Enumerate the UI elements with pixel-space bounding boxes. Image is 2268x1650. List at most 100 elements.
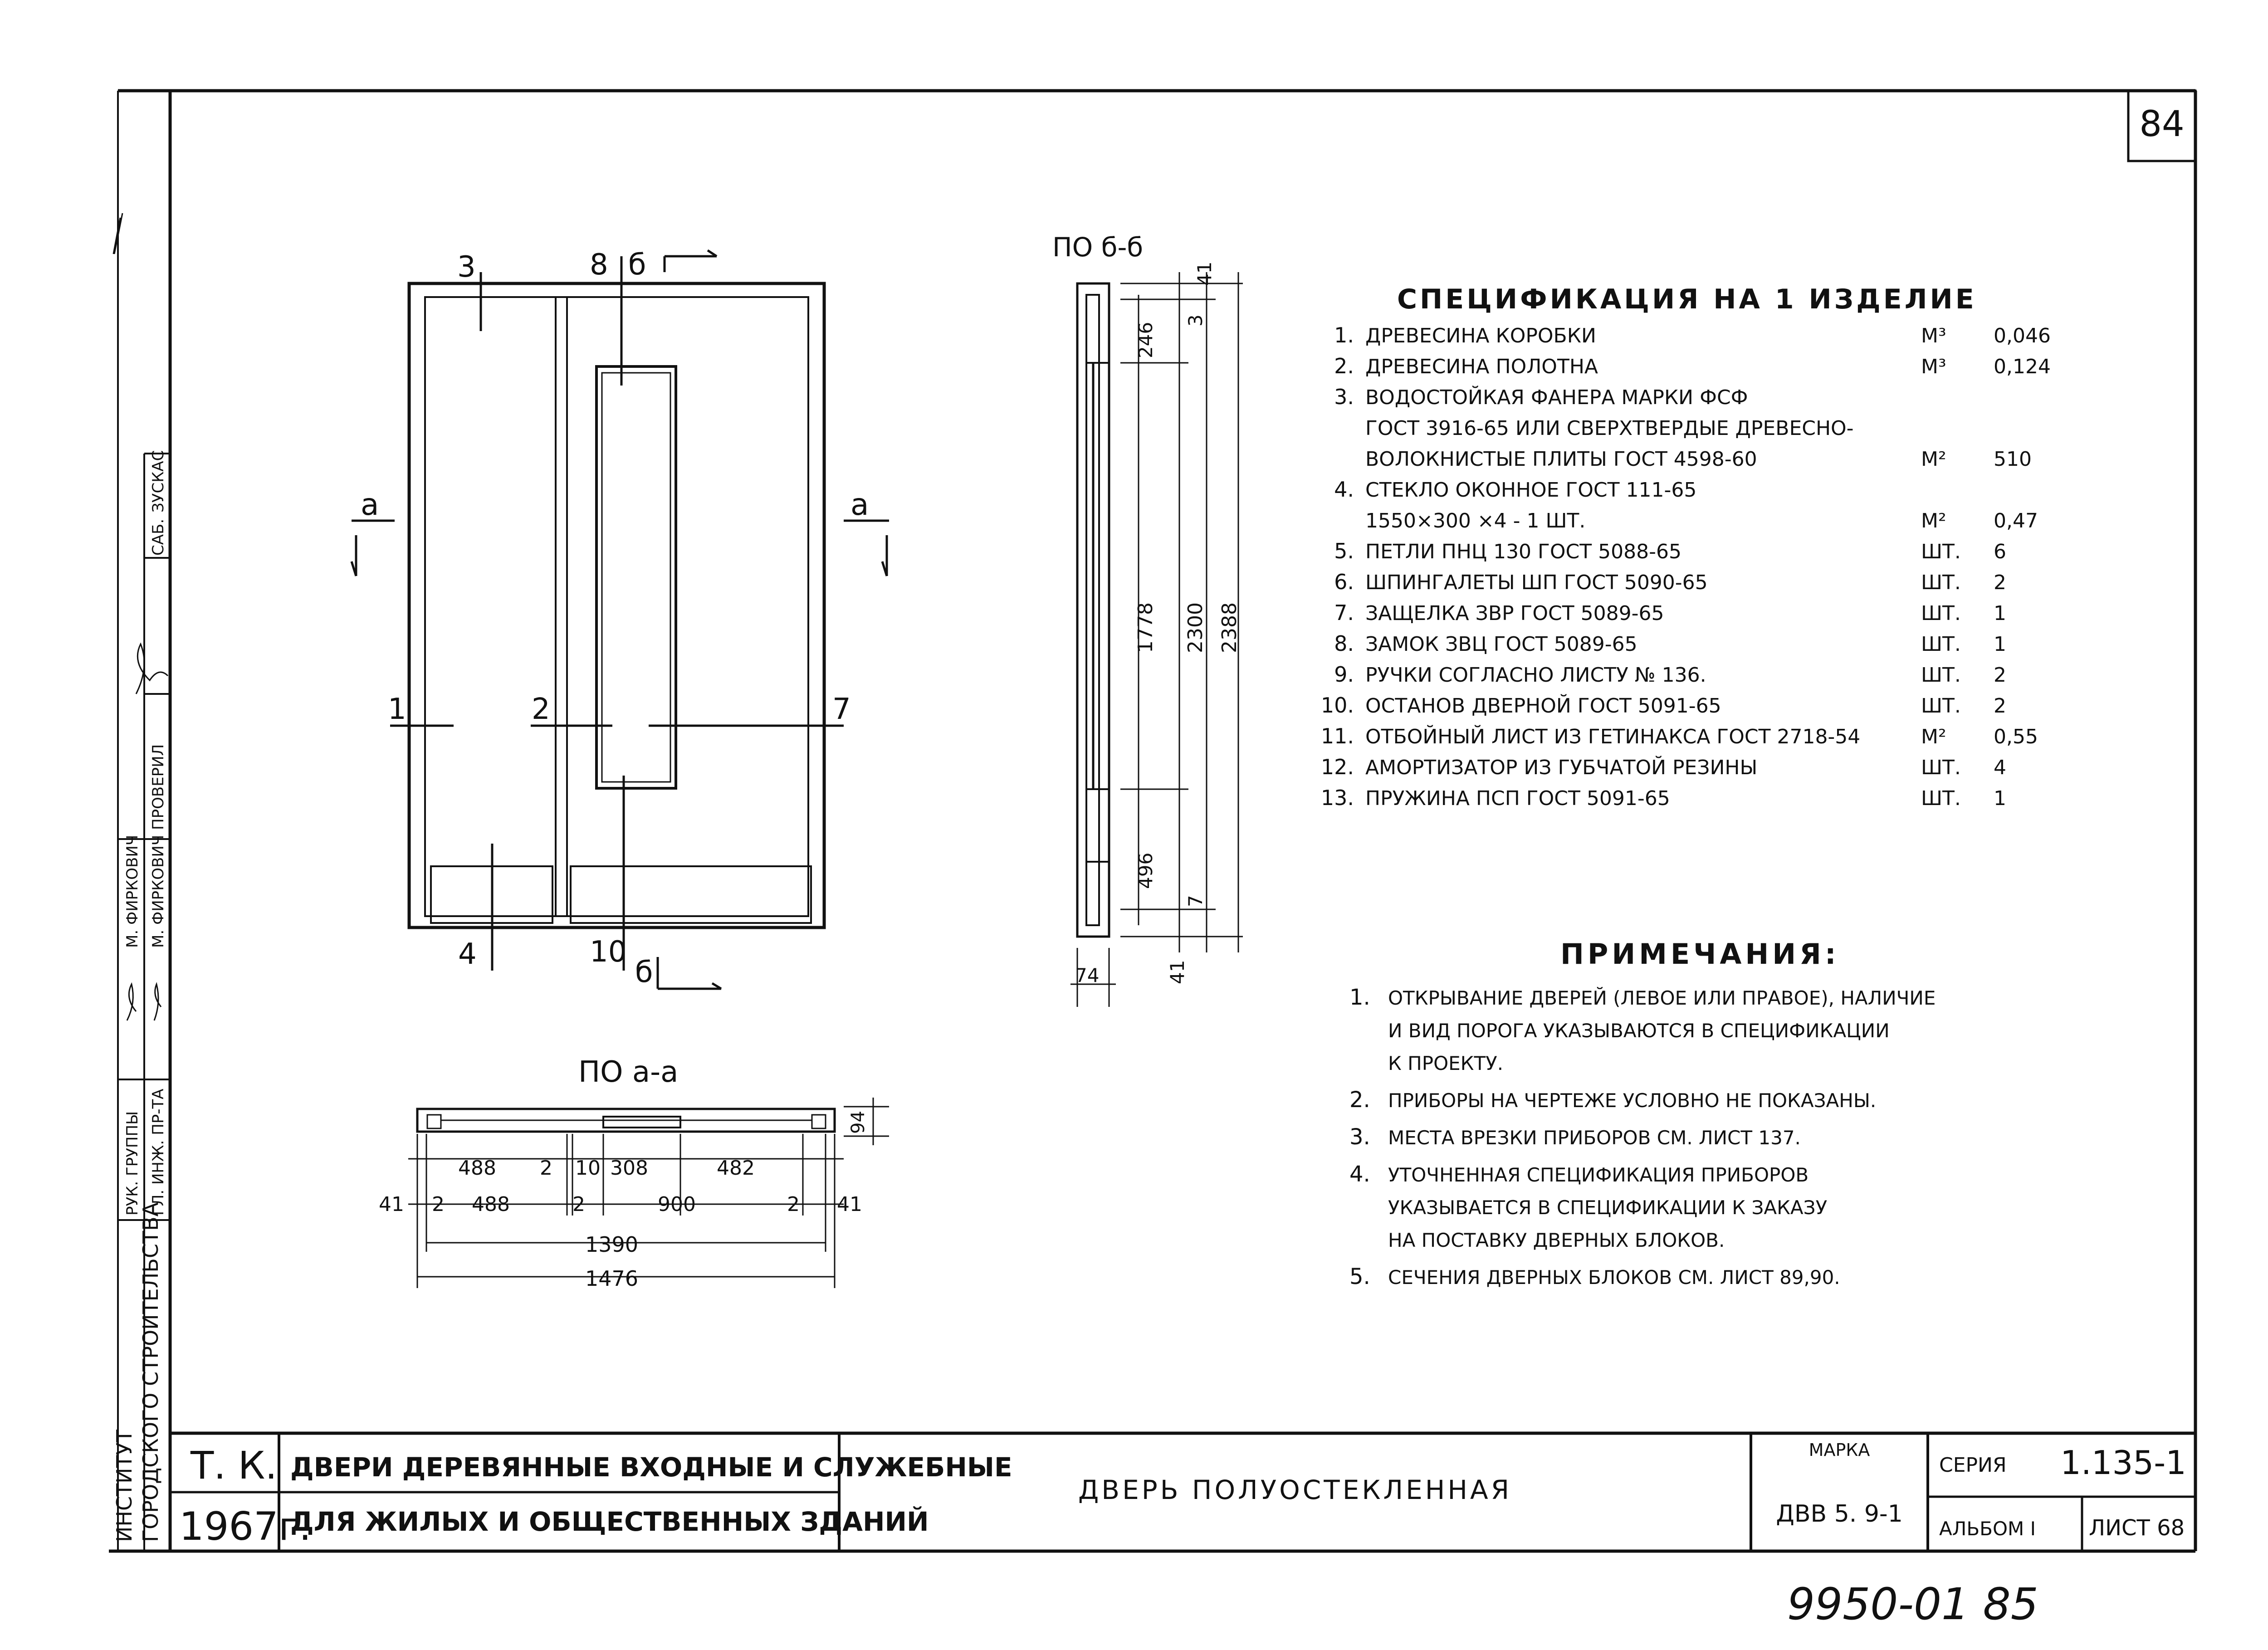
note-number: 5. xyxy=(1349,1264,1370,1289)
spec-item-unit: ШТ. xyxy=(1921,664,1961,687)
aa-r1-2: 2 xyxy=(540,1157,552,1180)
aa-r2-2b: 2 xyxy=(572,1193,585,1216)
bb-dim-2300: 2300 xyxy=(1184,602,1207,653)
aa-r2-900: 900 xyxy=(658,1193,696,1216)
bb-dim-246: 246 xyxy=(1134,322,1157,358)
title-line-1: ДВЕРИ ДЕРЕВЯННЫЕ ВХОДНЫЕ И СЛУЖЕБНЫЕ xyxy=(290,1452,1012,1483)
side-stamp-org: ГОРОДСКОГО СТРОИТЕЛЬСТВА xyxy=(138,1202,163,1542)
side-stamp-role-2: РУК. ГРУППЫ xyxy=(123,1111,142,1216)
spec-item-unit: М³ xyxy=(1921,324,1946,347)
spec-item-number: 4. xyxy=(1334,477,1354,502)
spec-item-text: ГОСТ 3916-65 ИЛИ СВЕРХТВЕРДЫЕ ДРЕВЕСНО- xyxy=(1365,417,1854,440)
org-code: Т. К. xyxy=(190,1443,277,1488)
aa-r1-482: 482 xyxy=(717,1157,755,1180)
spec-item-number: 6. xyxy=(1334,570,1354,594)
spec-item-number: 7. xyxy=(1334,600,1354,625)
spec-item-number: 8. xyxy=(1334,631,1354,656)
label-7: 7 xyxy=(832,693,851,726)
aa-dim-41-right: 41 xyxy=(837,1193,862,1216)
spec-item-text: ОТБОЙНЫЙ ЛИСТ ИЗ ГЕТИНАКСА ГОСТ 2718-54 xyxy=(1365,724,1860,748)
seria-label: СЕРИЯ xyxy=(1939,1454,2007,1477)
aa-r2-2c: 2 xyxy=(787,1193,800,1216)
label-a-right: a xyxy=(850,487,869,522)
aa-r1-10: 10 xyxy=(575,1157,601,1180)
album: АЛЬБОМ I xyxy=(1939,1518,2036,1540)
note-text: НА ПОСТАВКУ ДВЕРНЫХ БЛОКОВ. xyxy=(1388,1229,1725,1251)
label-2: 2 xyxy=(532,693,550,726)
spec-item-qty: 0,124 xyxy=(1994,355,2051,378)
spec-title: СПЕЦИФИКАЦИЯ НА 1 ИЗДЕЛИЕ xyxy=(1397,283,1977,315)
year: 1967г. xyxy=(179,1504,311,1549)
spec-item-text: ОСТАНОВ ДВЕРНОЙ ГОСТ 5091-65 xyxy=(1365,693,1721,718)
section-bb-title: ПО б-б xyxy=(1052,232,1143,263)
spec-item-unit: ШТ. xyxy=(1921,602,1961,625)
label-b-bottom: б xyxy=(635,956,653,989)
page-number: 84 xyxy=(2139,104,2184,145)
spec-item-qty: 0,47 xyxy=(1994,509,2038,532)
sheet-frame xyxy=(109,89,2197,1553)
spec-item-unit: ШТ. xyxy=(1921,571,1961,594)
spec-item-text: АМОРТИЗАТОР ИЗ ГУБЧАТОЙ РЕЗИНЫ xyxy=(1365,755,1757,779)
section-aa-text: ПО а-а 94 488 2 10 308 482 41 2 488 2 90… xyxy=(379,1055,869,1291)
spec-item-number: 3. xyxy=(1334,385,1354,409)
spec-item-text: СТЕКЛО ОКОННОЕ ГОСТ 111-65 xyxy=(1365,478,1696,502)
marka-value: ДВВ 5. 9-1 xyxy=(1776,1500,1903,1528)
side-stamp xyxy=(112,213,170,1221)
side-stamp-name-2: М. ФИРКОВИЧ xyxy=(123,835,142,948)
marka-label: МАРКА xyxy=(1809,1440,1870,1460)
aa-r1-488: 488 xyxy=(458,1157,496,1180)
section-aa-title: ПО а-а xyxy=(578,1055,678,1089)
spec-item-text: ДРЕВЕСИНА КОРОБКИ xyxy=(1365,324,1596,347)
note-text: ПРИБОРЫ НА ЧЕРТЕЖЕ УСЛОВНО НЕ ПОКАЗАНЫ. xyxy=(1388,1089,1876,1112)
seria-value: 1.135-1 xyxy=(2060,1444,2186,1482)
drawing-name: ДВЕРЬ ПОЛУОСТЕКЛЕННАЯ xyxy=(1078,1474,1512,1505)
aa-dim-1390: 1390 xyxy=(585,1232,638,1257)
spec-item-number: 12. xyxy=(1321,755,1354,779)
spec-item-number: 10. xyxy=(1321,693,1354,718)
spec-item-text: ВОДОСТОЙКАЯ ФАНЕРА МАРКИ ФСФ xyxy=(1365,385,1748,409)
aa-dim-94: 94 xyxy=(848,1111,869,1134)
note-text: ОТКРЫВАНИЕ ДВЕРЕЙ (ЛЕВОЕ ИЛИ ПРАВОЕ), НА… xyxy=(1388,986,1936,1009)
label-8: 8 xyxy=(590,248,608,282)
spec-item-qty: 0,046 xyxy=(1994,324,2051,347)
bb-dim-41-top: 41 xyxy=(1193,262,1216,286)
spec-item-number: 11. xyxy=(1321,724,1354,748)
label-b-top: б xyxy=(628,248,646,282)
aa-dim-1476: 1476 xyxy=(585,1266,638,1291)
label-3: 3 xyxy=(457,250,476,284)
spec-item-text: ДРЕВЕСИНА ПОЛОТНА xyxy=(1365,355,1598,378)
note-text: И ВИД ПОРОГА УКАЗЫВАЮТСЯ В СПЕЦИФИКАЦИИ xyxy=(1388,1020,1890,1042)
bb-dim-1778: 1778 xyxy=(1134,602,1157,653)
bb-dim-74: 74 xyxy=(1075,964,1099,986)
spec-item-qty: 2 xyxy=(1994,664,2006,687)
section-bb-text: ПО б-б 41 246 3 1778 2300 2388 496 7 74 … xyxy=(1052,232,1241,986)
bb-dim-496: 496 xyxy=(1134,853,1157,889)
spec-item-number: 13. xyxy=(1321,786,1354,810)
note-text: УТОЧНЕННАЯ СПЕЦИФИКАЦИЯ ПРИБОРОВ xyxy=(1388,1164,1809,1186)
bb-dim-41-bottom: 41 xyxy=(1166,960,1188,984)
spec-item-qty: 6 xyxy=(1994,540,2006,563)
aa-r1-308: 308 xyxy=(610,1157,648,1180)
note-text: СЕЧЕНИЯ ДВЕРНЫХ БЛОКОВ СМ. ЛИСТ 89,90. xyxy=(1388,1266,1840,1289)
spec-item-unit: ШТ. xyxy=(1921,756,1961,779)
bb-dim-3: 3 xyxy=(1184,314,1207,327)
note-text: К ПРОЕКТУ. xyxy=(1388,1052,1503,1074)
spec-item-text: РУЧКИ СОГЛАСНО ЛИСТУ № 136. xyxy=(1365,664,1706,687)
notes-rows: 1.ОТКРЫВАНИЕ ДВЕРЕЙ (ЛЕВОЕ ИЛИ ПРАВОЕ), … xyxy=(1349,985,1936,1289)
spec-item-qty: 1 xyxy=(1994,787,2006,810)
list-number: ЛИСТ 68 xyxy=(2089,1515,2185,1541)
note-number: 4. xyxy=(1349,1162,1370,1187)
spec-item-qty: 2 xyxy=(1994,571,2006,594)
aa-dim-41-left: 41 xyxy=(379,1193,404,1216)
label-10: 10 xyxy=(590,935,626,969)
note-number: 3. xyxy=(1349,1124,1370,1150)
spec-item-qty: 2 xyxy=(1994,694,2006,718)
spec-item-text: ШПИНГАЛЕТЫ ШП ГОСТ 5090-65 xyxy=(1365,571,1708,594)
label-a-left: a xyxy=(361,487,379,522)
label-4: 4 xyxy=(458,937,477,971)
spec-item-unit: ШТ. xyxy=(1921,633,1961,656)
aa-r2-2a: 2 xyxy=(432,1193,445,1216)
spec-item-qty: 4 xyxy=(1994,756,2006,779)
